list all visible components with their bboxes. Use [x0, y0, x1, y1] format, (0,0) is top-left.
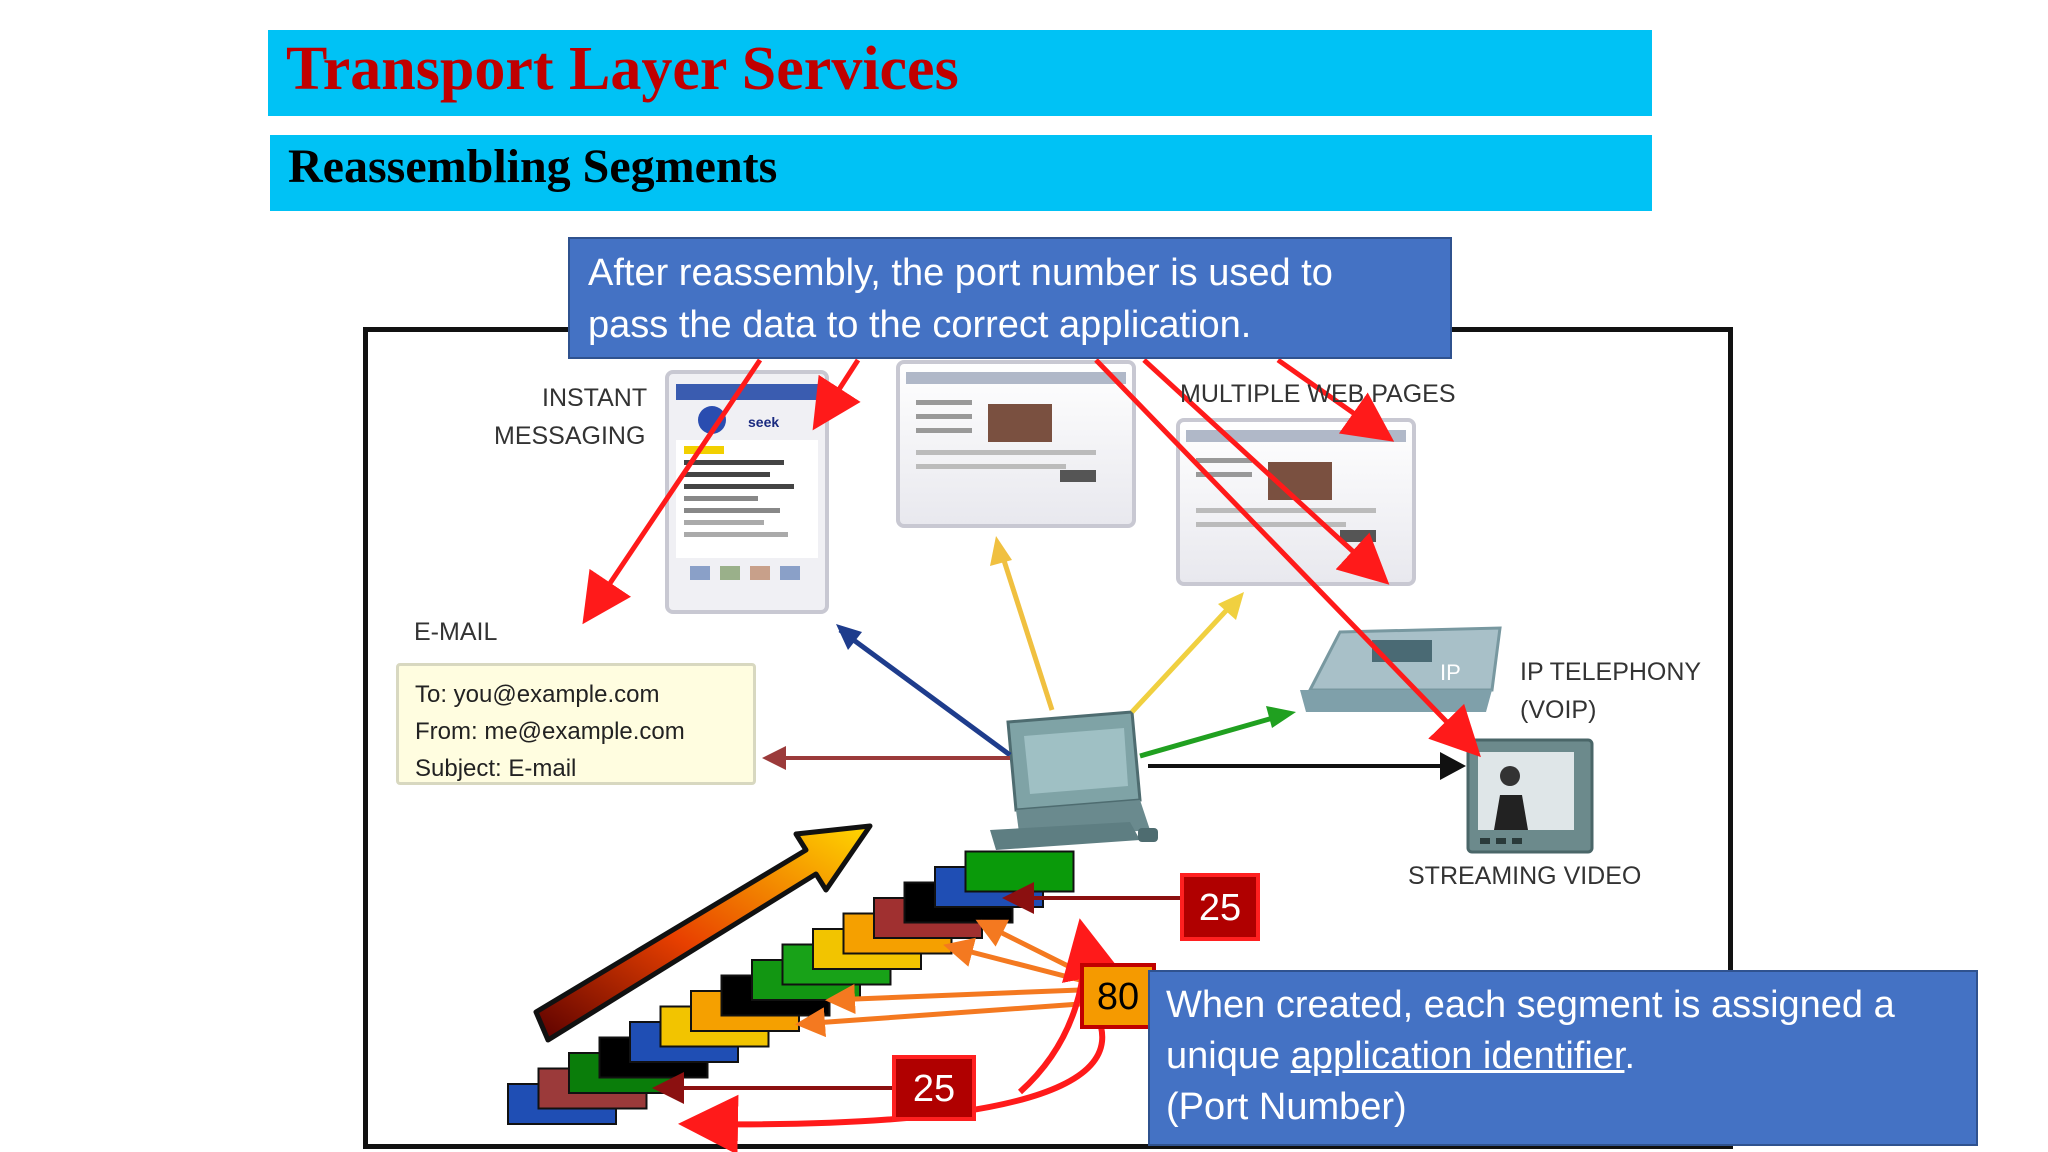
port-80-arrow-1: [975, 919, 1082, 975]
slide-title: Transport Layer Services: [286, 35, 959, 103]
application-identifier-term: application identifier: [1290, 1035, 1625, 1077]
label-multiple-web-pages: MULTIPLE WEB PAGES: [1180, 380, 1456, 408]
label-voip: (VOIP): [1520, 696, 1596, 724]
callout-top-line-1: After reassembly, the port number is use…: [588, 252, 1333, 294]
segment-block: [964, 850, 1075, 893]
arrow-to-im: [838, 627, 1012, 758]
port-80-arrow-2: [943, 937, 1081, 983]
arrow-to-web-2: [1130, 598, 1238, 714]
title-banner: Transport Layer Services: [268, 30, 1652, 116]
callout-arrows: [582, 357, 1481, 758]
callout-segment-identifier: When created, each segment is assigned a…: [1148, 970, 1978, 1146]
curved-arrow-up: [1017, 918, 1121, 1095]
web-page-window-1: [896, 360, 1136, 528]
instant-messaging-window: seek: [665, 370, 829, 614]
label-messaging: MESSAGING: [494, 422, 645, 450]
computer-icon: [990, 710, 1158, 850]
email-preview: To: you@example.com From: me@example.com…: [396, 663, 756, 785]
big-progress-arrow: [533, 823, 873, 1043]
im-logo-icon: [698, 406, 726, 434]
arrow-to-web-page-bottom: [1142, 358, 1390, 585]
callout-bottom-line-2: unique application identifier.: [1166, 1031, 1960, 1082]
callout-bottom-line-2-prefix: unique: [1166, 1035, 1291, 1077]
callout-bottom-line-2-suffix: .: [1624, 1035, 1636, 1077]
label-ip-telephony: IP TELEPHONY: [1520, 658, 1701, 686]
arrow-to-web-1: [997, 547, 1055, 711]
port-80-badge: 80: [1080, 963, 1156, 1029]
arrow-to-phone: [1139, 713, 1281, 759]
port-25-top-badge: 25: [1180, 873, 1260, 941]
arrow-to-web-page-top: [1276, 357, 1395, 442]
callout-bottom-line-1: When created, each segment is assigned a: [1166, 984, 1895, 1026]
callout-top-line-2: pass the data to the correct application…: [588, 304, 1252, 346]
slide-subtitle: Reassembling Segments: [288, 140, 778, 193]
im-logo-text: seek: [748, 414, 779, 430]
subtitle-banner: Reassembling Segments: [270, 135, 1652, 211]
port-80-arrow-3: [825, 984, 1081, 1014]
label-instant: INSTANT: [542, 384, 647, 412]
ip-phone-icon: IP: [1300, 626, 1502, 712]
segment-stack: [507, 850, 1075, 1125]
video-monitor-icon: [1466, 738, 1594, 854]
phone-ip-badge: IP: [1440, 660, 1461, 685]
arrow-to-im-window: [812, 358, 861, 431]
callout-reassembly: After reassembly, the port number is use…: [568, 237, 1452, 359]
direction-arrows: [762, 536, 1466, 780]
arrow-to-video: [1094, 358, 1481, 758]
port-80-arrow-4: [795, 1001, 1081, 1038]
callout-bottom-line-3: (Port Number): [1166, 1086, 1407, 1128]
port-25-bottom-badge: 25: [892, 1055, 976, 1121]
label-email: E-MAIL: [414, 618, 497, 646]
email-subject: Subject: E-mail: [415, 755, 577, 782]
email-from: From: me@example.com: [415, 718, 685, 745]
label-streaming-video: STREAMING VIDEO: [1408, 862, 1641, 890]
email-to: To: you@example.com: [415, 681, 660, 708]
arrow-to-email-area: [582, 358, 763, 625]
